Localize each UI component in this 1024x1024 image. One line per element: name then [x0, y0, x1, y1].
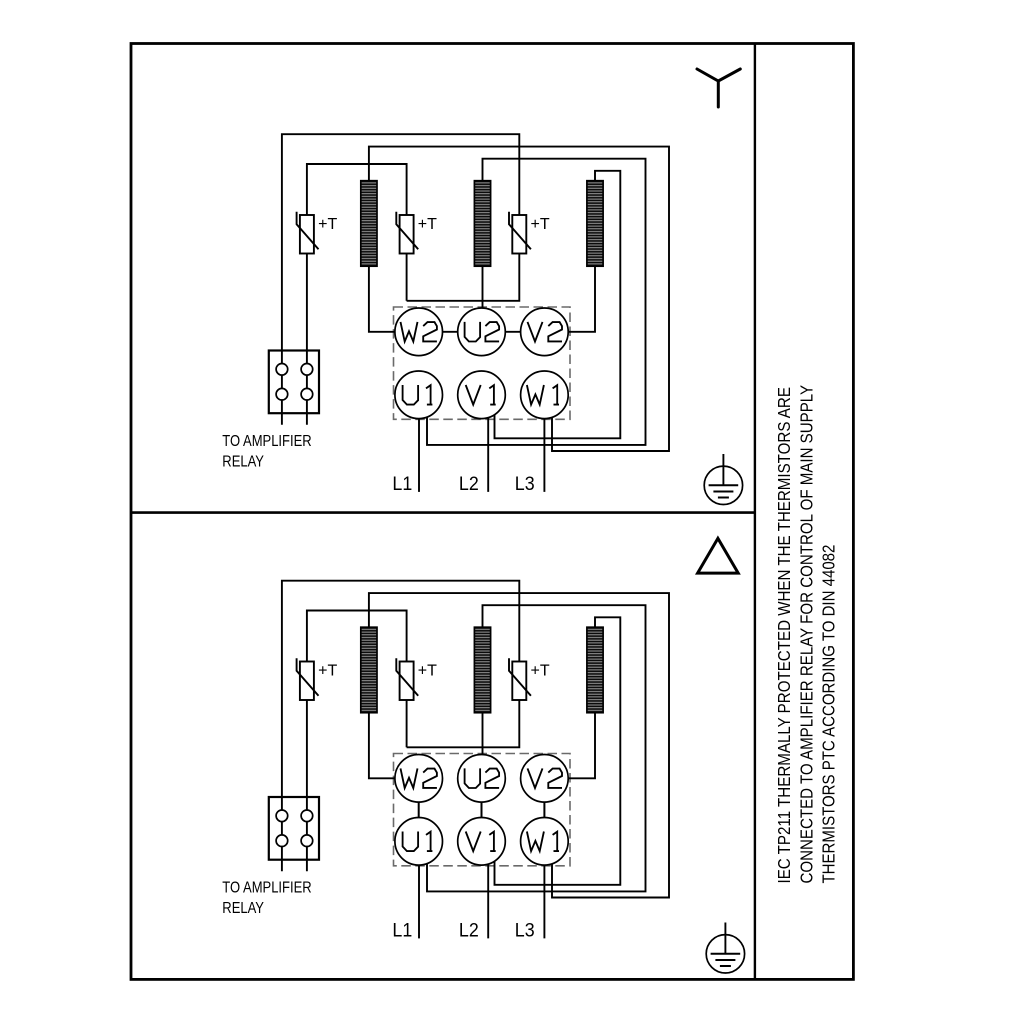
- svg-text:CONNECTED TO AMPLIFIER RELAY F: CONNECTED TO AMPLIFIER RELAY FOR CONTROL…: [798, 385, 817, 884]
- svg-text:IEC TP211 THERMALLY PROTECTED: IEC TP211 THERMALLY PROTECTED WHEN THE T…: [775, 387, 794, 884]
- svg-text:THERMISTORS PTC ACCORDING TO D: THERMISTORS PTC ACCORDING TO DIN 44082: [820, 545, 839, 884]
